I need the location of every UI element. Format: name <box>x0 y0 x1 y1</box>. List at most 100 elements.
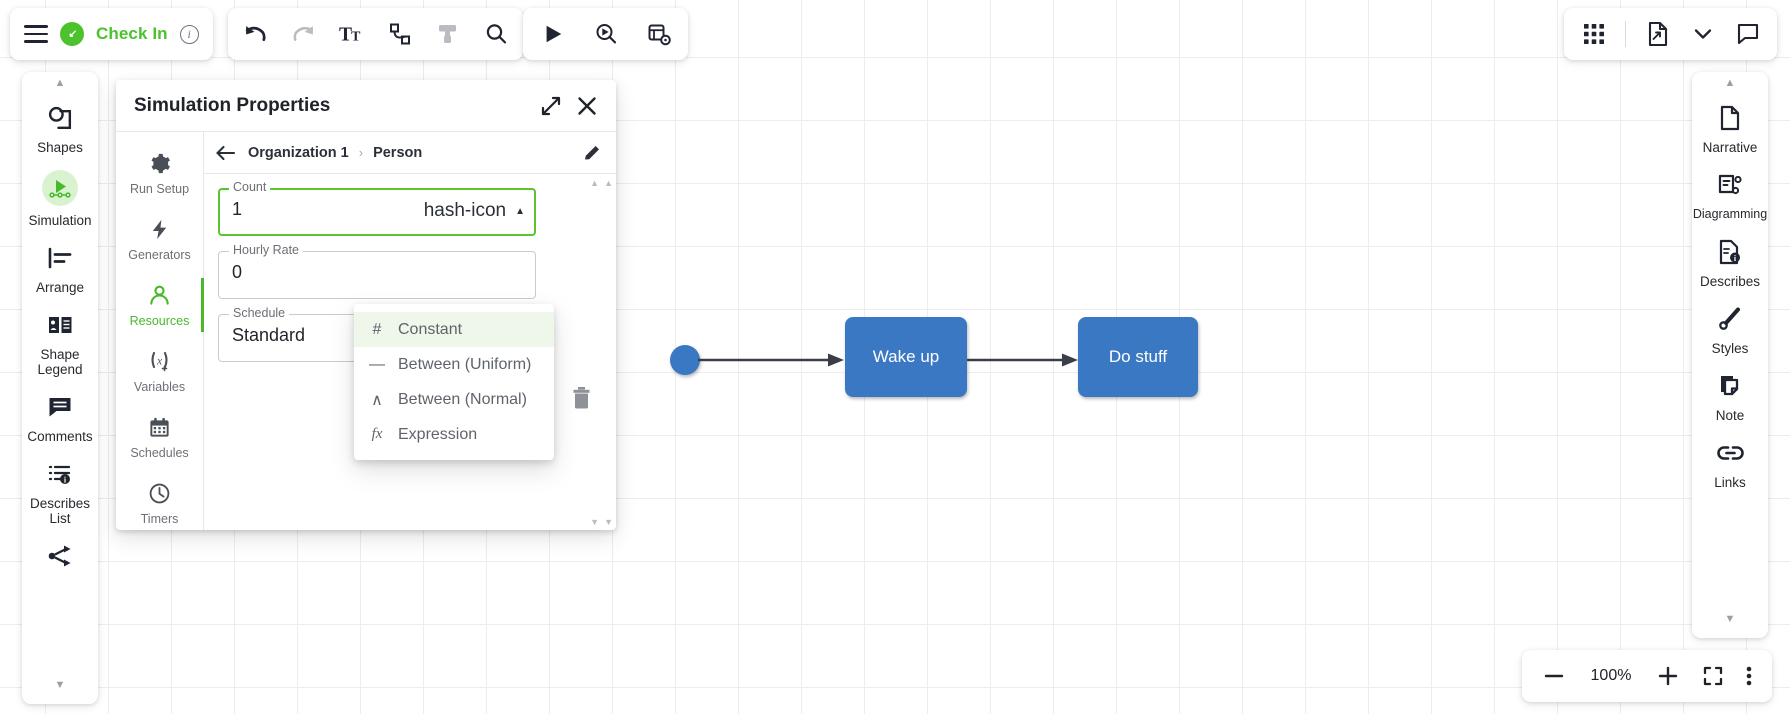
undo-icon[interactable] <box>242 21 269 48</box>
play-inspect-icon[interactable] <box>592 21 619 48</box>
breadcrumb-current[interactable]: Person <box>373 144 423 161</box>
dropdown-item-between-normal[interactable]: ∧ Between (Normal) <box>354 382 554 417</box>
pencil-icon[interactable] <box>580 141 604 165</box>
minus-icon[interactable] <box>1542 664 1566 688</box>
tab-generators[interactable]: Generators <box>116 206 203 272</box>
sidebar-item-share[interactable] <box>22 532 98 577</box>
play-icon[interactable] <box>539 21 566 48</box>
panel-tab-rail: Run Setup Generators Resource <box>116 132 204 530</box>
form-scroll-down-a[interactable]: ▼ <box>590 517 599 527</box>
apps-grid-icon[interactable] <box>1580 21 1607 48</box>
right-sidebar-scroll-down[interactable]: ▼ <box>1724 613 1736 625</box>
breadcrumb-root[interactable]: Organization 1 <box>248 144 349 161</box>
simulation-properties-panel: Simulation Properties <box>116 80 616 530</box>
chevron-down-icon[interactable] <box>1689 21 1716 48</box>
fit-screen-icon[interactable] <box>1702 665 1724 687</box>
form-scroll-up-b[interactable]: ▲ <box>604 178 613 188</box>
schedule-input[interactable]: Standard <box>232 325 306 345</box>
close-icon[interactable] <box>572 91 602 121</box>
start-node[interactable] <box>670 345 700 375</box>
variable-icon: x <box>147 348 173 374</box>
tab-schedules[interactable]: Schedules <box>116 404 203 470</box>
sidebar-scroll-down[interactable]: ▼ <box>54 679 66 691</box>
dropdown-item-between-uniform[interactable]: — Between (Uniform) <box>354 347 554 382</box>
back-arrow-icon[interactable] <box>214 141 238 165</box>
redo-icon[interactable] <box>290 21 317 48</box>
dropdown-item-expression[interactable]: fx Expression <box>354 417 554 452</box>
connector-icon[interactable] <box>386 21 413 48</box>
breadcrumb: Organization 1 › Person <box>204 132 616 174</box>
sidebar-item-arrange[interactable]: Arrange <box>22 234 98 301</box>
tab-label: Timers <box>140 512 179 526</box>
svg-text:x: x <box>155 356 162 368</box>
zoom-level[interactable]: 100% <box>1590 667 1632 684</box>
uniform-line-icon: — <box>369 355 385 373</box>
node-label: Wake up <box>872 347 940 366</box>
count-input[interactable]: 1 <box>232 199 243 219</box>
hourly-rate-input[interactable]: 0 <box>232 262 243 282</box>
caret-up-icon: ▲ <box>515 205 525 217</box>
node-wake-up[interactable]: Wake up <box>845 317 967 397</box>
tab-label: Variables <box>133 380 186 394</box>
sidebar-scroll-up[interactable]: ▲ <box>54 77 66 89</box>
field-label: Schedule <box>229 306 290 320</box>
export-document-icon[interactable] <box>1644 21 1671 48</box>
tab-resources[interactable]: Resources <box>116 272 204 338</box>
more-vertical-icon[interactable] <box>1746 664 1752 688</box>
sidebar-item-simulation[interactable]: Simulation <box>22 161 98 234</box>
sidebar-item-shapes[interactable]: Shapes <box>22 94 98 161</box>
tab-run-setup[interactable]: Run Setup <box>116 140 203 206</box>
search-icon[interactable] <box>482 21 509 48</box>
expand-diagonal-icon[interactable] <box>536 91 566 121</box>
check-in-badge-icon[interactable] <box>60 22 84 46</box>
field-outline <box>218 188 536 236</box>
diagramming-icon <box>1713 170 1747 200</box>
info-icon[interactable]: i <box>179 24 199 44</box>
right-item-note[interactable]: Note <box>1692 362 1768 429</box>
count-distribution-toggle[interactable]: hash-icon ▲ <box>424 200 525 222</box>
sidebar-item-label: Shape Legend <box>37 347 83 377</box>
toolbar-divider <box>1625 21 1626 47</box>
right-item-diagramming[interactable]: Diagramming <box>1692 161 1768 228</box>
tab-label: Resources <box>129 314 190 328</box>
sidebar-item-label: Shapes <box>37 140 83 155</box>
page-title: Simulation Properties <box>134 94 331 116</box>
format-painter-icon[interactable] <box>434 21 461 48</box>
form-scroll-up-a[interactable]: ▲ <box>590 178 599 188</box>
links-chain-icon <box>1713 438 1747 468</box>
text-format-icon[interactable]: T T <box>338 21 365 48</box>
form-scroll-down-b[interactable]: ▼ <box>604 517 613 527</box>
right-item-links[interactable]: Links <box>1692 429 1768 496</box>
right-item-label: Diagramming <box>1692 207 1768 221</box>
comment-icon[interactable] <box>1734 21 1761 48</box>
dropdown-item-label: Expression <box>398 425 478 443</box>
dropdown-item-constant[interactable]: # Constant <box>354 312 554 347</box>
arrange-icon <box>43 243 77 273</box>
right-item-label: Note <box>1715 408 1745 423</box>
left-sidebar: ▲ Shapes <box>22 72 98 704</box>
count-field[interactable]: Count 1 hash-icon ▲ <box>218 180 536 236</box>
hourly-rate-field[interactable]: Hourly Rate 0 <box>218 243 536 299</box>
hamburger-menu-icon[interactable] <box>24 25 48 43</box>
tab-label: Schedules <box>130 446 189 460</box>
run-settings-icon[interactable] <box>645 21 672 48</box>
dropdown-item-label: Constant <box>398 320 463 338</box>
node-do-stuff[interactable]: Do stuff <box>1078 317 1198 397</box>
svg-text:T: T <box>351 30 361 45</box>
right-item-narrative[interactable]: Narrative <box>1692 94 1768 161</box>
right-item-describes[interactable]: i Describes <box>1692 228 1768 295</box>
tab-variables[interactable]: x Variables <box>116 338 203 404</box>
right-item-styles[interactable]: Styles <box>1692 295 1768 362</box>
sidebar-item-describes-list[interactable]: i Describes List <box>22 450 98 532</box>
note-icon <box>1713 371 1747 401</box>
right-sidebar-scroll-up[interactable]: ▲ <box>1724 77 1736 89</box>
check-in-button[interactable]: Check In <box>96 24 168 43</box>
trash-icon[interactable] <box>571 386 592 414</box>
narrative-document-icon <box>1713 103 1747 133</box>
field-label: Count <box>229 180 271 194</box>
sidebar-item-comments[interactable]: Comments <box>22 383 98 450</box>
plus-icon[interactable] <box>1656 664 1680 688</box>
sidebar-item-shape-legend[interactable]: Shape Legend <box>22 301 98 383</box>
tab-timers[interactable]: Timers <box>116 470 203 536</box>
